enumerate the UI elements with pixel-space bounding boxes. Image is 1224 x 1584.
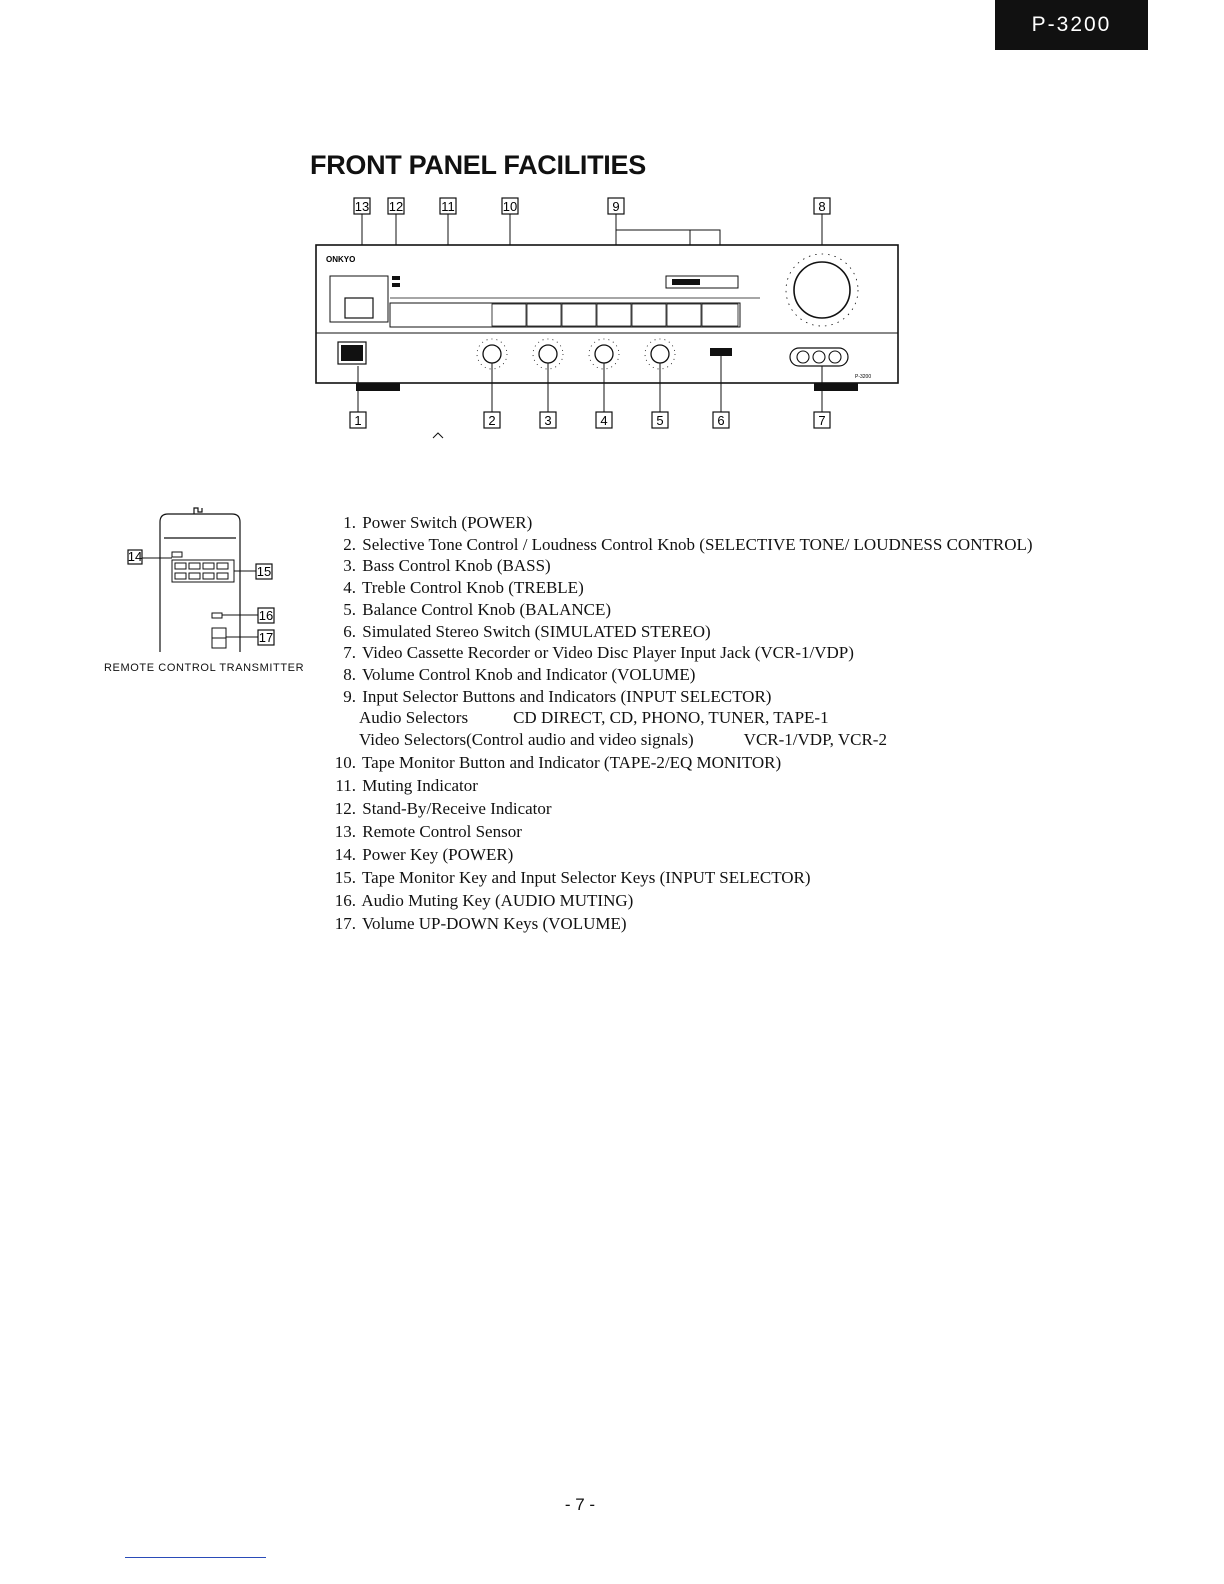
callout-4: 4 [595, 411, 613, 429]
svg-text:3: 3 [544, 413, 551, 428]
remote-control-sensor [344, 297, 374, 319]
volume-scale [785, 253, 859, 327]
list-item: 8. Volume Control Knob and Indicator (VO… [343, 664, 696, 684]
list-item: 9. Input Selector Buttons and Indicators… [343, 686, 772, 706]
svg-text:8: 8 [818, 199, 825, 214]
svg-text:7: 7 [818, 413, 825, 428]
facility-list: 1. Power Switch (POWER) 2. Selective Ton… [310, 512, 1190, 935]
svg-text:13: 13 [355, 199, 369, 214]
callout-16: 16 [257, 607, 275, 624]
remote-power-key [171, 551, 183, 558]
list-item: 10. Tape Monitor Button and Indicator (T… [334, 752, 782, 772]
cd-direct-indicator [672, 279, 700, 285]
svg-text:11: 11 [441, 199, 455, 214]
callout-10: 10 [501, 197, 519, 215]
svg-text:16: 16 [259, 608, 273, 623]
remote-muting-key [211, 612, 223, 619]
remote-caption: REMOTE CONTROL TRANSMITTER [104, 662, 305, 674]
volume-knob [793, 261, 851, 319]
tuner-button [631, 303, 667, 327]
callout-5: 5 [651, 411, 669, 429]
power-switch [337, 341, 367, 365]
phono-button [666, 303, 702, 327]
brand-logo: ONKYO [326, 255, 355, 264]
power-switch-face [341, 345, 363, 361]
list-item: 6. Simulated Stereo Switch (SIMULATED ST… [343, 621, 711, 641]
callout-15: 15 [255, 563, 273, 580]
remote-sensor-frame [329, 275, 389, 323]
model-badge: P-3200 [995, 0, 1148, 50]
tape-monitor-button [491, 303, 527, 327]
list-item: 12. Stand-By/Receive Indicator [334, 798, 552, 818]
video-selectors-line: Video Selectors(Control audio and video … [359, 730, 887, 750]
remote-body [159, 507, 241, 652]
front-panel-diagram: 13 12 11 10 9 8 [300, 190, 920, 450]
list-item: 3. Bass Control Knob (BASS) [343, 556, 551, 576]
callout-1: 1 [349, 411, 367, 429]
vcr1-button [596, 303, 632, 327]
callout-14: 14 [127, 549, 143, 565]
page-number: - 7 - [564, 1495, 596, 1514]
svg-text:17: 17 [259, 630, 273, 645]
callout-8: 8 [813, 197, 831, 215]
bottom-leader-lines [357, 356, 823, 412]
svg-text:12: 12 [389, 199, 403, 214]
list-item: 17. Volume UP-DOWN Keys (VOLUME) [334, 913, 627, 933]
tape1-button [526, 303, 562, 327]
callout-17: 17 [257, 629, 275, 646]
callout-7: 7 [813, 411, 831, 429]
simulated-stereo-switch [710, 348, 732, 356]
list-item: 11. Muting Indicator [335, 775, 478, 795]
list-item: 4. Treble Control Knob (TREBLE) [343, 578, 584, 598]
svg-text:5: 5 [656, 413, 663, 428]
remote-selector-keys [171, 559, 235, 583]
svg-text:9: 9 [612, 199, 619, 214]
list-item: 2. Selective Tone Control / Loudness Con… [343, 534, 1033, 554]
input-selector-row [389, 302, 741, 328]
list-item: 16. Audio Muting Key (AUDIO MUTING) [334, 890, 634, 910]
callout-9: 9 [607, 197, 625, 215]
remote-leader-lines [140, 557, 258, 638]
caret-mark [432, 432, 444, 439]
callout-6: 6 [712, 411, 730, 429]
cd-button [701, 303, 739, 327]
left-foot [356, 383, 400, 391]
svg-text:1: 1 [354, 413, 361, 428]
page-title: FRONT PANEL FACILITIES [310, 150, 646, 180]
vcr2-button [561, 303, 597, 327]
vcr-input-jacks [789, 347, 849, 367]
footer-rule [125, 1557, 266, 1558]
panel-model-label: P-3200 [855, 374, 871, 380]
callout-12: 12 [387, 197, 405, 215]
callout-11: 11 [439, 197, 457, 215]
list-item: 5. Balance Control Knob (BALANCE) [343, 599, 612, 619]
list-item: 15. Tape Monitor Key and Input Selector … [334, 867, 811, 887]
list-item: 14. Power Key (POWER) [334, 844, 514, 864]
callout-2: 2 [483, 411, 501, 429]
svg-text:4: 4 [600, 413, 607, 428]
cd-direct-button [665, 275, 739, 289]
list-item: 1. Power Switch (POWER) [343, 513, 533, 532]
list-item: 7. Video Cassette Recorder or Video Disc… [343, 643, 854, 663]
svg-text:2: 2 [488, 413, 495, 428]
remote-diagram: 14 15 16 17 [120, 500, 280, 660]
svg-text:15: 15 [257, 564, 271, 579]
svg-text:10: 10 [503, 199, 517, 214]
muting-indicator [392, 283, 400, 287]
amplifier-chassis: ONKYO P-3200 [315, 244, 899, 391]
callout-13: 13 [353, 197, 371, 215]
remote-volume-keys [211, 627, 227, 649]
callout-3: 3 [539, 411, 557, 429]
standby-indicator [392, 276, 400, 280]
list-item: 13. Remote Control Sensor [334, 821, 522, 841]
svg-text:6: 6 [717, 413, 724, 428]
svg-text:14: 14 [128, 549, 142, 564]
right-foot [814, 383, 858, 391]
